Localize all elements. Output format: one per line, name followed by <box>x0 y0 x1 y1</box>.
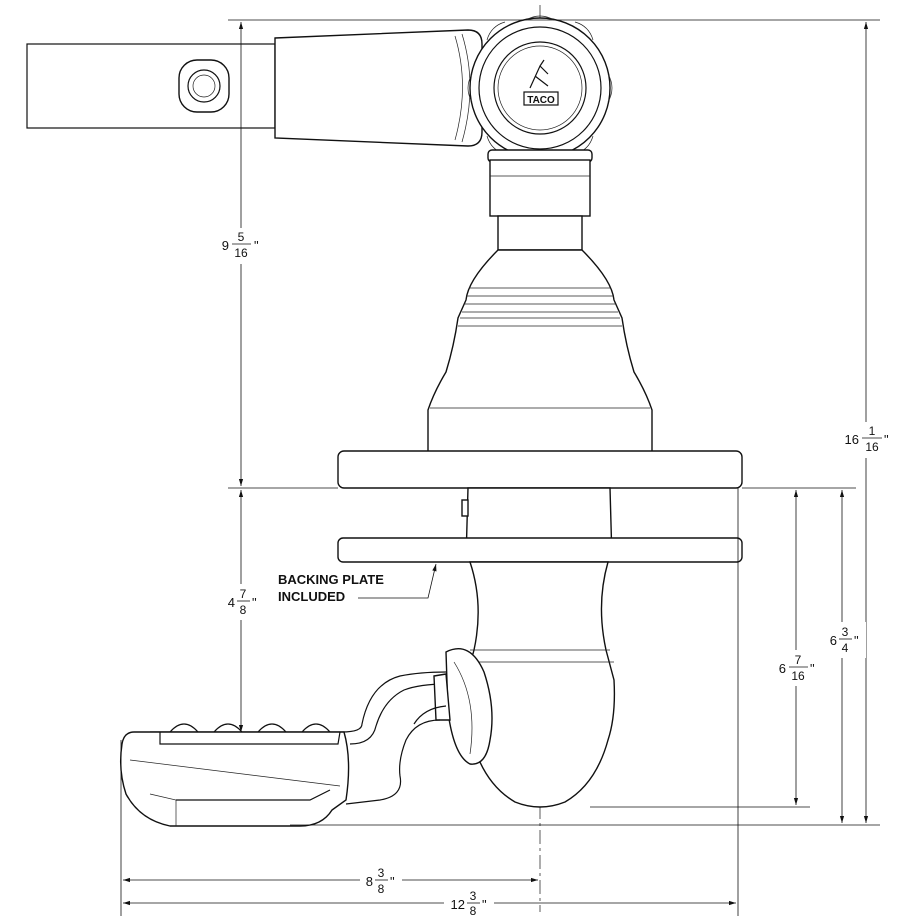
svg-text:1: 1 <box>869 424 876 438</box>
tube-knob <box>178 59 230 113</box>
svg-text:16: 16 <box>865 440 879 454</box>
svg-text:3: 3 <box>470 889 477 903</box>
svg-text:": " <box>482 897 487 912</box>
svg-text:3: 3 <box>842 625 849 639</box>
dim-label-upper-height: 9 5 16 " <box>222 230 259 260</box>
svg-text:6: 6 <box>779 661 786 676</box>
adjust-knob[interactable]: TACO <box>467 15 613 161</box>
note-line-1: BACKING PLATE <box>278 572 384 587</box>
svg-text:5: 5 <box>238 230 245 244</box>
svg-text:3: 3 <box>378 866 385 880</box>
deck-flange <box>337 450 743 489</box>
svg-text:8: 8 <box>378 882 385 896</box>
dim-label-lower-height: 4 7 8 " <box>228 587 257 617</box>
backing-plate-note: BACKING PLATE INCLUDED <box>278 572 384 604</box>
svg-text:": " <box>254 238 259 253</box>
neck-shaft <box>497 215 583 251</box>
mounting-tube <box>26 43 276 129</box>
note-line-2: INCLUDED <box>278 589 345 604</box>
svg-text:7: 7 <box>240 587 247 601</box>
svg-text:9: 9 <box>222 238 229 253</box>
holder-arm <box>274 29 483 147</box>
svg-text:16: 16 <box>791 669 805 683</box>
svg-text:6: 6 <box>830 633 837 648</box>
extension-lines <box>120 19 880 916</box>
hinge-knuckle <box>445 648 493 765</box>
svg-text:12: 12 <box>451 897 465 912</box>
backing-plate <box>337 537 743 563</box>
svg-text:4: 4 <box>842 641 849 655</box>
grip-bumps <box>169 723 331 733</box>
svg-text:": " <box>390 874 395 889</box>
svg-text:8: 8 <box>240 603 247 617</box>
dim-label-lower-total: 6 3 4 " <box>830 625 859 655</box>
fish-emblem-icon <box>529 59 549 89</box>
note-leader <box>358 563 437 599</box>
svg-text:7: 7 <box>795 653 802 667</box>
svg-text:": " <box>884 432 889 447</box>
svg-text:": " <box>252 595 257 610</box>
logo-text: TACO <box>527 95 555 106</box>
svg-text:4: 4 <box>228 595 235 610</box>
dim-label-overall-height: 16 1 16 " <box>845 424 889 454</box>
grip-handle[interactable] <box>119 731 350 827</box>
neck-collar <box>489 159 591 217</box>
dim-label-handle-offset: 8 3 8 " <box>366 866 395 896</box>
holder-stem <box>427 149 653 453</box>
swivel-handle <box>119 648 493 827</box>
svg-text:16: 16 <box>845 432 859 447</box>
svg-text:": " <box>810 661 815 676</box>
dim-label-body-depth: 6 7 16 " <box>779 653 815 683</box>
svg-text:": " <box>854 633 859 648</box>
dim-label-overall-width: 12 3 8 " <box>451 889 487 918</box>
svg-text:16: 16 <box>234 246 248 260</box>
cone-body <box>427 249 653 453</box>
svg-text:8: 8 <box>366 874 373 889</box>
svg-text:8: 8 <box>470 904 477 918</box>
rod-holder: TACO <box>26 15 613 161</box>
